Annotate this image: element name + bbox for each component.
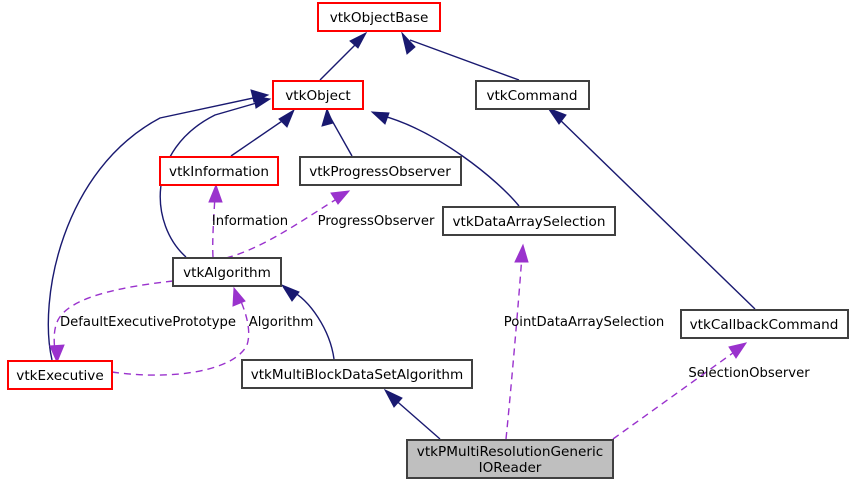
node-label-vtkcommand: vtkCommand	[486, 88, 577, 104]
node-vtkmultiblockdatasetalgorithm[interactable]: vtkMultiBlockDataSetAlgorithm	[241, 359, 473, 389]
edge-executive-algorithm	[111, 286, 250, 376]
edge-algorithm-information	[208, 183, 223, 258]
node-vtkobject[interactable]: vtkObject	[272, 80, 364, 110]
node-label-vtkalgorithm: vtkAlgorithm	[183, 265, 271, 281]
usage-edges	[49, 183, 748, 440]
node-vtkpmultiresolutiongenericioreader[interactable]: vtkPMultiResolutionGeneric IOReader	[406, 439, 614, 479]
nodes: vtkObjectBase vtkObject vtkCommand vtkIn…	[7, 2, 849, 479]
node-label-vtkobject: vtkObject	[285, 88, 351, 104]
edge-vtkcallbackcommand-to-vtkcommand	[546, 106, 756, 310]
edge-vtkobject-to-vtkobjectbase	[319, 31, 368, 81]
node-vtkexecutive[interactable]: vtkExecutive	[7, 360, 113, 390]
node-label-vtkcallbackcommand: vtkCallbackCommand	[690, 317, 839, 333]
node-label-vtkprogressobserver: vtkProgressObserver	[309, 164, 451, 180]
edge-label-algorithm: Algorithm	[249, 315, 314, 330]
edge-vtkexecutive-to-vtkobject	[47, 89, 270, 361]
edge-vtkdataarrayselection-to-vtkobject	[370, 111, 520, 207]
node-vtkobjectbase[interactable]: vtkObjectBase	[317, 2, 441, 32]
edge-vtkprogressobserver-to-vtkobject	[321, 107, 353, 157]
edge-label-selectionobserver: SelectionObserver	[688, 366, 810, 381]
node-label-vtkobjectbase: vtkObjectBase	[330, 10, 429, 26]
node-label-vtkdataarrayselection: vtkDataArraySelection	[453, 214, 606, 230]
node-label-vtkmultiblockdatasetalgorithm: vtkMultiBlockDataSetAlgorithm	[251, 367, 464, 383]
edge-label-progressobserver: ProgressObserver	[318, 214, 435, 229]
node-vtkalgorithm[interactable]: vtkAlgorithm	[172, 257, 282, 287]
edge-label-information: Information	[212, 214, 288, 229]
edge-reader-dataarrayselection	[505, 243, 529, 440]
edge-reader-callbackcommand	[612, 342, 748, 440]
edge-vtkinformation-to-vtkobject	[230, 108, 296, 157]
node-vtkcallbackcommand[interactable]: vtkCallbackCommand	[680, 309, 849, 339]
node-vtkcommand[interactable]: vtkCommand	[475, 80, 590, 110]
node-label-vtkexecutive: vtkExecutive	[16, 368, 103, 384]
edge-reader-to-vtkmultiblockdatasetalgorithm	[383, 388, 441, 440]
edge-vtkmultiblockdatasetalgorithm-to-vtkalgorithm	[280, 283, 335, 360]
edge-label-pointdataarrayselection: PointDataArraySelection	[504, 315, 665, 330]
node-vtkinformation[interactable]: vtkInformation	[159, 156, 279, 186]
node-label-reader-line2: IOReader	[479, 460, 542, 476]
node-vtkprogressobserver[interactable]: vtkProgressObserver	[299, 156, 462, 186]
edge-labels: Information ProgressObserver DefaultExec…	[60, 214, 810, 381]
edge-vtkcommand-to-vtkobjectbase	[401, 31, 520, 81]
edge-label-defaultexecutiveprototype: DefaultExecutivePrototype	[60, 315, 236, 330]
node-vtkdataarrayselection[interactable]: vtkDataArraySelection	[442, 206, 616, 236]
inheritance-edges	[47, 31, 756, 440]
node-label-vtkinformation: vtkInformation	[169, 164, 269, 180]
node-label-reader-line1: vtkPMultiResolutionGeneric	[417, 444, 603, 460]
edge-algorithm-executive	[49, 280, 174, 364]
edge-algorithm-progressobserver	[225, 190, 351, 259]
